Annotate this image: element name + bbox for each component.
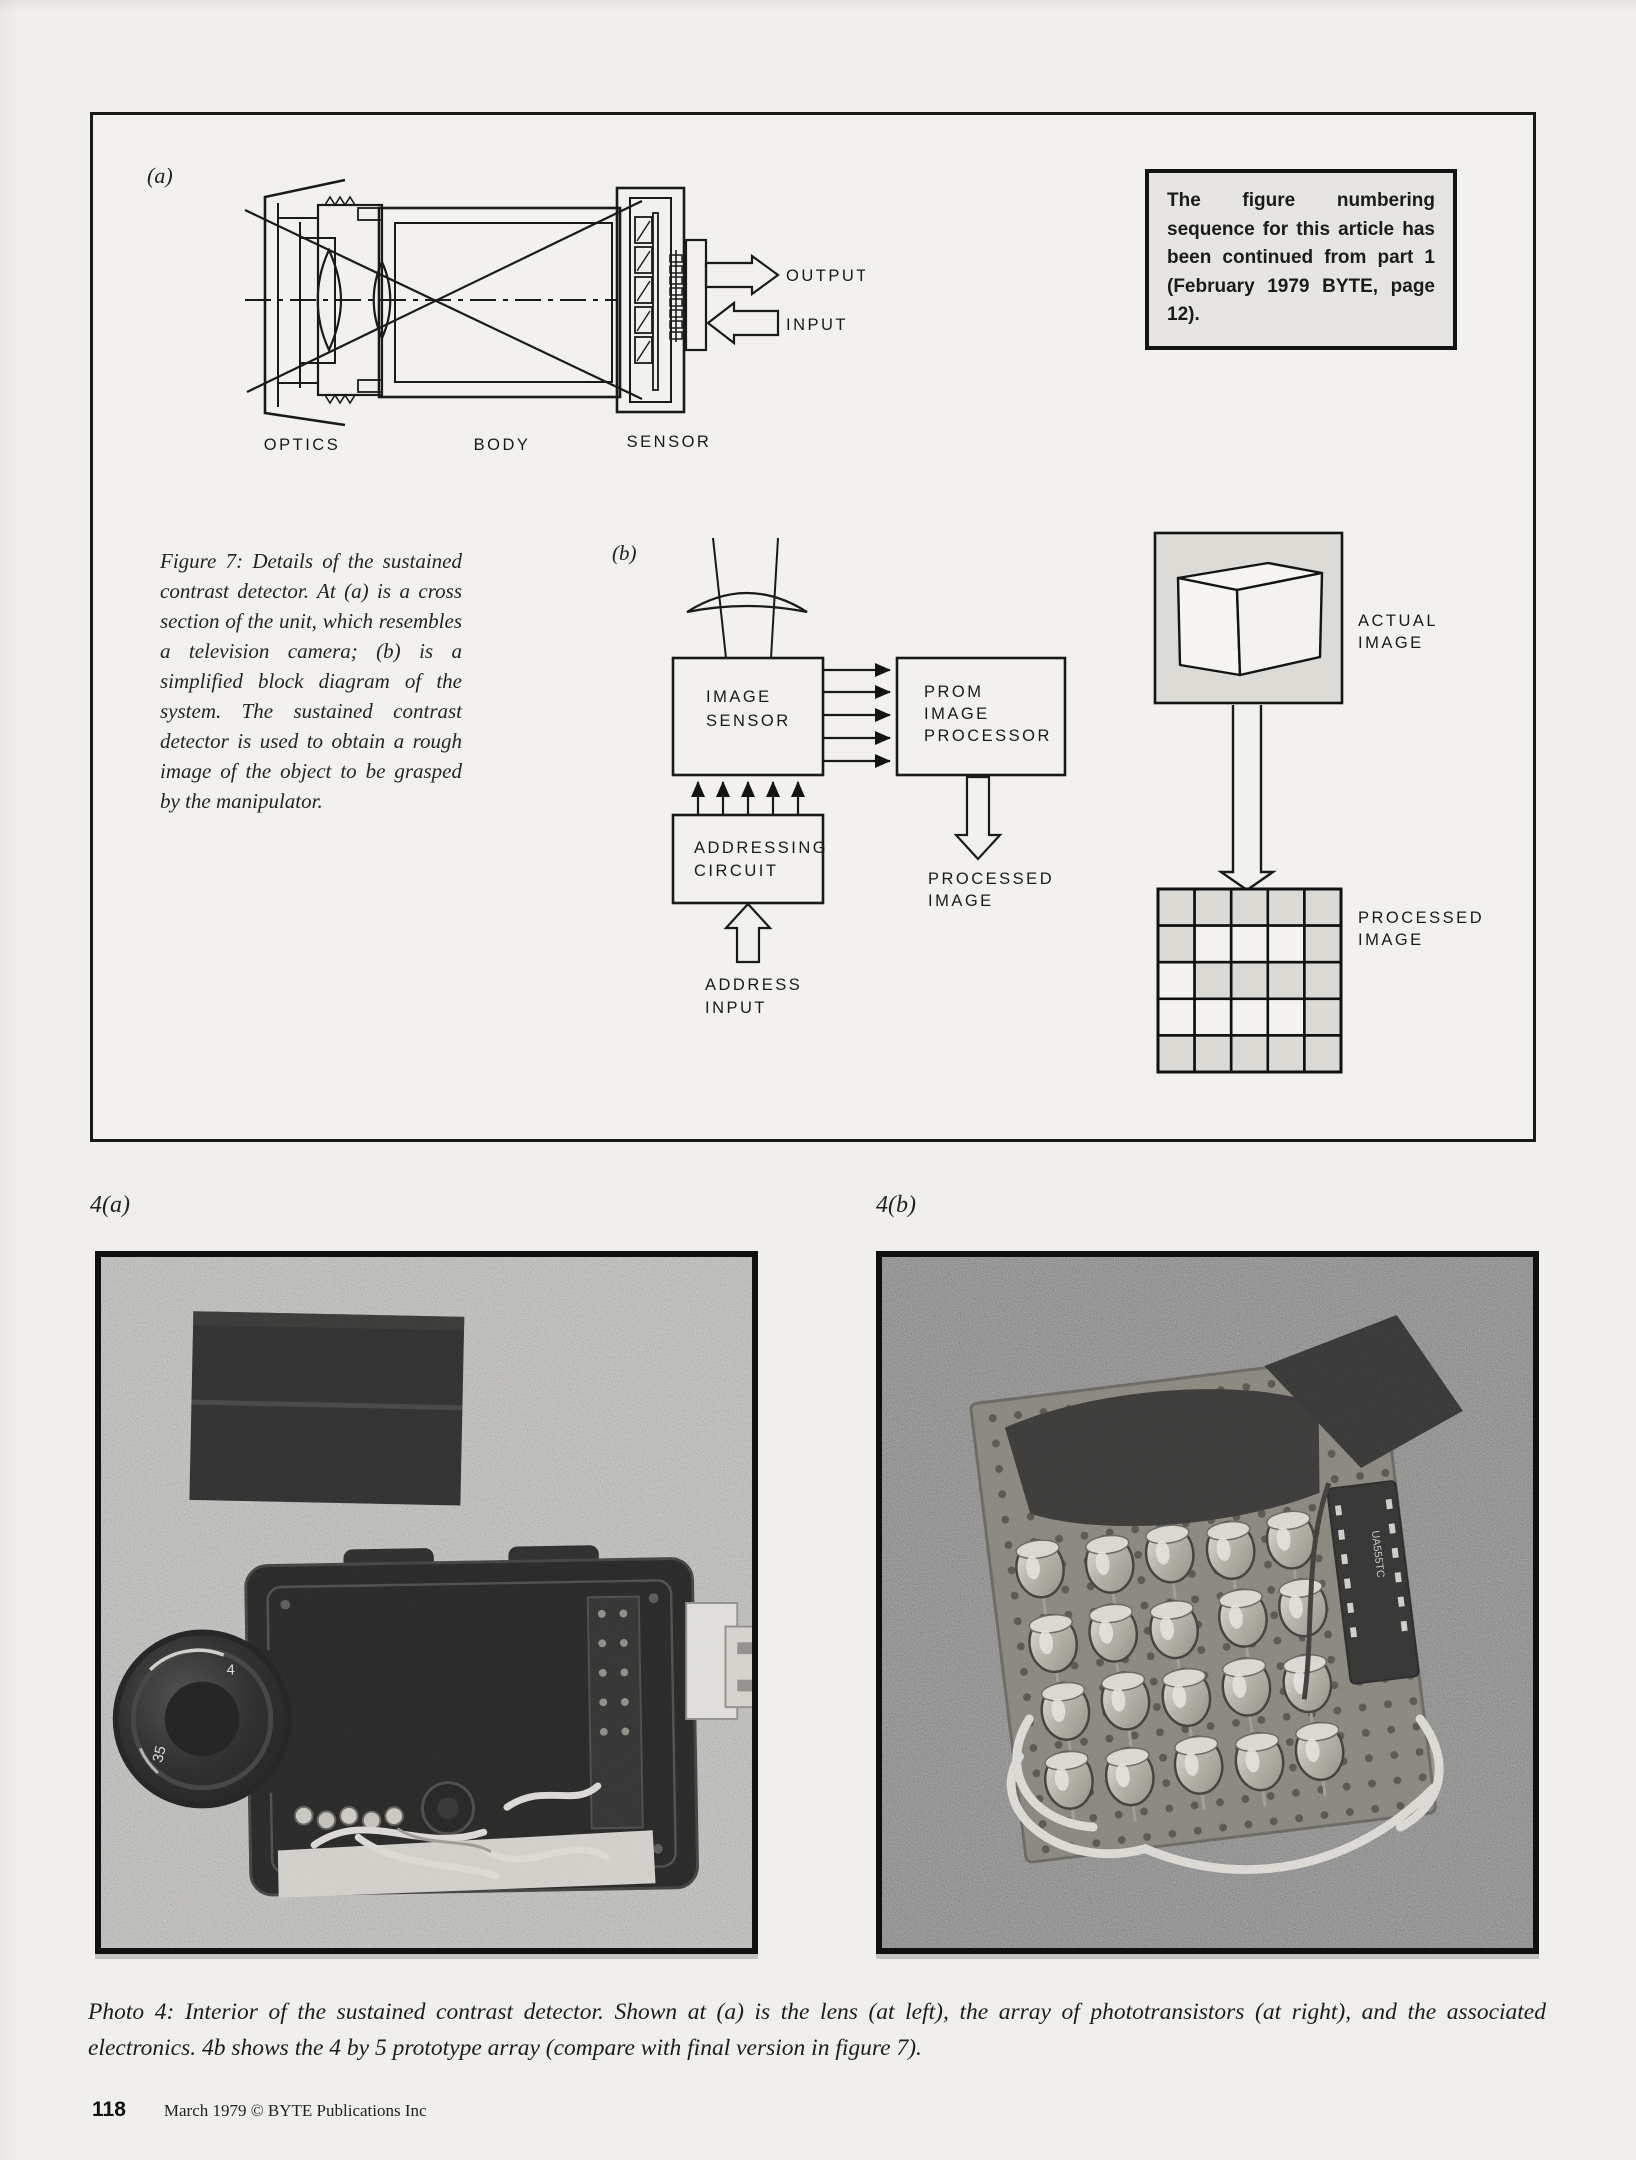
grid-cell	[1156, 997, 1196, 1037]
grid-cell	[1266, 924, 1306, 964]
incoming-light-lines	[712, 537, 779, 659]
grid-cell	[1229, 887, 1270, 927]
block-diagram: (b) IMAGE SENSOR PROM IMAGE PROCESSOR	[612, 537, 1067, 1015]
photo-4b-label: 4(b)	[876, 1192, 916, 1218]
sensor-frame	[615, 186, 686, 414]
grid-cell	[1229, 1034, 1270, 1074]
address-input-arrow	[723, 902, 773, 964]
processed-image-label-line2: IMAGE	[1358, 931, 1424, 949]
input-label: INPUT	[786, 316, 848, 334]
actual-to-processed-arrow	[1217, 705, 1277, 892]
grid-cell	[1303, 1034, 1343, 1074]
photo4-caption: Photo 4: Interior of the sustained contr…	[88, 1999, 1546, 2061]
barrel-notch-bottom	[357, 379, 383, 393]
prom-line2: IMAGE	[924, 705, 990, 723]
grid-cell	[1193, 1034, 1233, 1074]
grid-cell	[1193, 997, 1233, 1037]
processed-image-arrow	[953, 775, 1003, 861]
grid-cell	[1266, 887, 1306, 927]
input-arrow	[706, 300, 780, 346]
imaging-column: ACTUAL IMAGE PROCESSED IMAGE	[1153, 531, 1484, 1074]
grid-cell	[1193, 887, 1233, 927]
photo-4a-image: 4 35	[101, 1257, 752, 1948]
editor-note-box: The figure numbering sequence for this a…	[1145, 169, 1457, 350]
grid-cell	[1156, 1034, 1196, 1074]
addressing-line2: CIRCUIT	[694, 862, 778, 880]
sensor-cells	[634, 216, 653, 364]
grid-cell	[1266, 960, 1306, 1001]
prom-line1: PROM	[924, 683, 984, 701]
actual-image-line1: ACTUAL	[1358, 612, 1438, 630]
photo-4b-image: UA555TC	[882, 1257, 1533, 1948]
processed-image-label-line1: PROCESSED	[1358, 909, 1484, 927]
grid-cell	[1303, 997, 1343, 1037]
lens-shape	[686, 591, 808, 614]
cube-drawing	[1176, 561, 1324, 677]
sensor-to-prom-arrows	[823, 663, 891, 768]
connector-comb	[669, 250, 683, 342]
connector-block	[684, 238, 708, 352]
figure7-caption: Figure 7: Details of the sustained contr…	[160, 549, 462, 813]
address-input-line2: INPUT	[705, 999, 767, 1015]
sensor-frame-inner	[629, 197, 672, 403]
image-sensor-line2: SENSOR	[706, 712, 791, 730]
output-arrow	[704, 253, 780, 297]
grid-cell	[1303, 924, 1343, 964]
grid-cell	[1266, 997, 1306, 1037]
page-number: 118	[92, 2098, 126, 2121]
editor-note-text: The figure numbering sequence for this a…	[1167, 190, 1435, 325]
barrel-notch-top	[357, 207, 383, 221]
publication-credit: March 1979 © BYTE Publications Inc	[163, 2101, 427, 2120]
thread-zigzag	[324, 195, 356, 405]
image-sensor-line1: IMAGE	[706, 688, 772, 706]
sensor-label: SENSOR	[627, 433, 712, 451]
photo-4b: UA555TC	[876, 1251, 1539, 1954]
grid-cell	[1303, 887, 1343, 927]
grid-cell	[1156, 924, 1196, 964]
optics-label: OPTICS	[264, 436, 340, 454]
grid-cell	[1229, 997, 1270, 1037]
addressing-to-sensor-arrows	[691, 781, 805, 815]
grid-cell	[1193, 960, 1233, 1001]
output-label: OUTPUT	[786, 267, 865, 285]
prom-line3: PROCESSOR	[924, 727, 1052, 745]
image-sensor-box	[671, 656, 825, 777]
photo-4a: 4 35	[95, 1251, 758, 1954]
processed-image-line2: IMAGE	[928, 892, 994, 910]
grid-cell	[1229, 960, 1270, 1001]
address-input-line1: ADDRESS	[705, 976, 802, 994]
processed-image-line1: PROCESSED	[928, 870, 1054, 888]
photo-4a-label: 4(a)	[90, 1192, 130, 1218]
addressing-circuit-box	[671, 813, 825, 905]
camera-cross-section-diagram: OUTPUT INPUT OPTICS BODY SENSOR	[244, 178, 865, 454]
grid-cell	[1303, 960, 1343, 1001]
grid-cell	[1156, 887, 1196, 927]
processed-image-grid	[1156, 887, 1343, 1074]
meniscus-lens	[316, 247, 343, 353]
page-footer: 118 March 1979 © BYTE Publications Inc	[92, 2098, 427, 2122]
addressing-line1: ADDRESSING	[694, 839, 828, 857]
prom-processor-box	[895, 656, 1067, 777]
biconvex-lens	[372, 259, 392, 341]
camera-body-inner	[394, 222, 613, 383]
actual-image-line2: IMAGE	[1358, 634, 1424, 652]
grid-cell	[1229, 924, 1270, 964]
camera-body-outer	[377, 206, 622, 399]
figure-part-b-label: (b)	[612, 541, 637, 565]
body-label: BODY	[474, 436, 531, 454]
figure7-box: (a)	[90, 112, 1536, 1142]
grid-cell	[1193, 924, 1233, 964]
grid-cell	[1266, 1034, 1306, 1074]
sensor-plate	[652, 212, 659, 391]
light-rays	[244, 200, 643, 400]
processed-image-grid-border	[1156, 887, 1343, 1074]
figure-part-a-label: (a)	[147, 163, 173, 188]
grid-cell	[1156, 960, 1196, 1001]
lens-hood	[263, 178, 346, 427]
